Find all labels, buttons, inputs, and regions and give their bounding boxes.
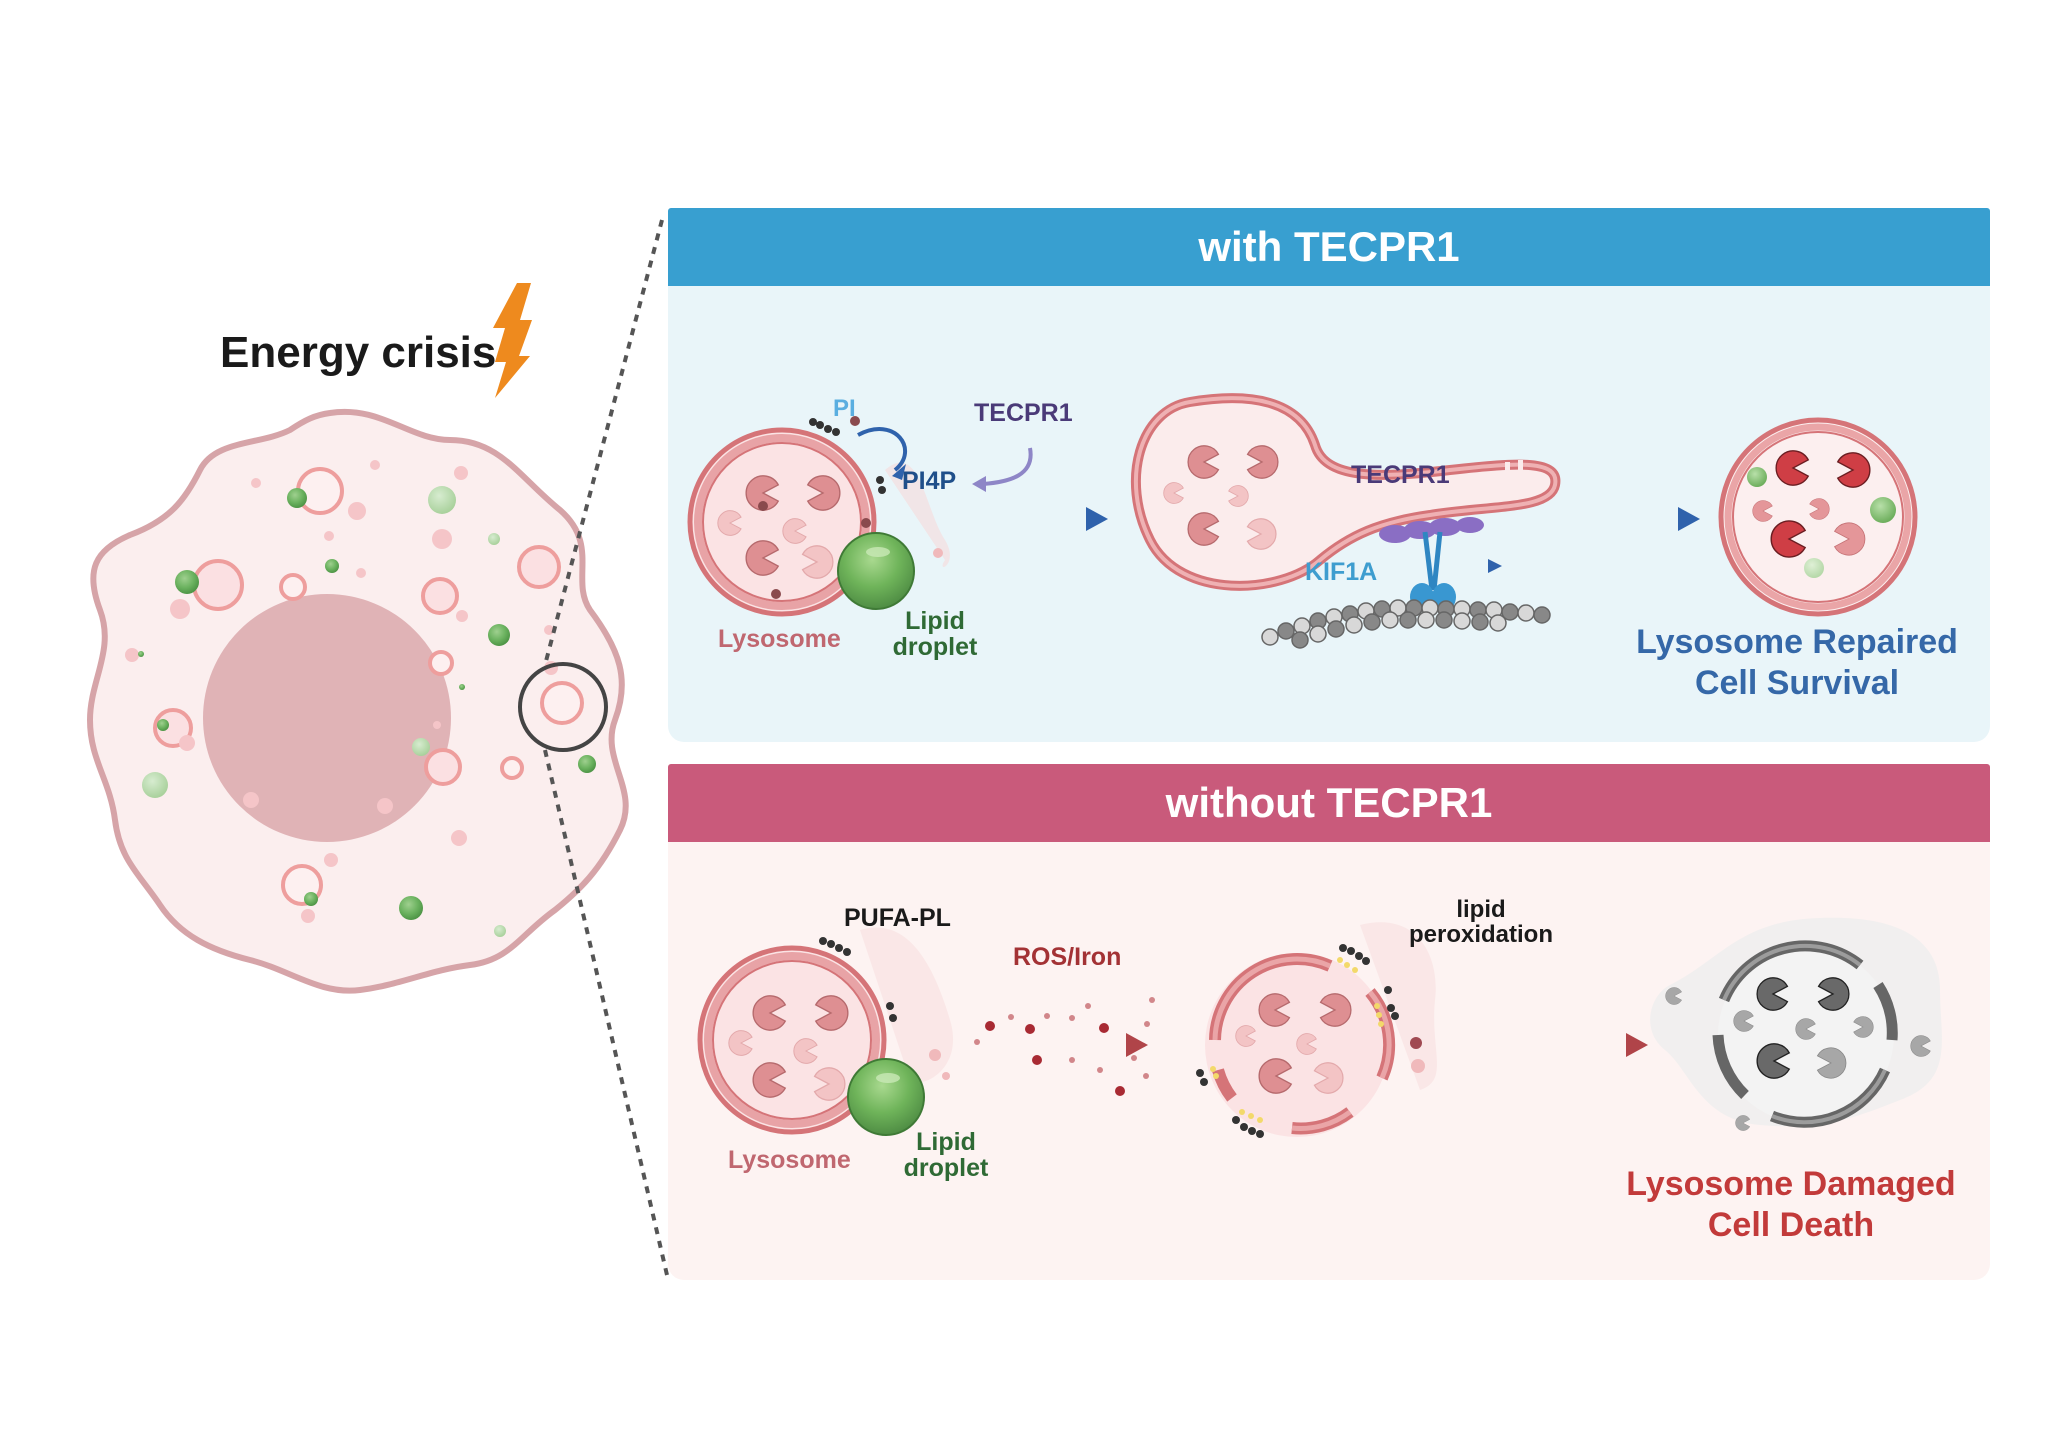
lysosome-label-with: Lysosome — [718, 625, 841, 653]
outcome-damaged-line2: Cell Death — [1707, 1205, 1875, 1244]
lipid-droplet-label-with: Lipid droplet — [893, 608, 978, 661]
outcome-damaged-line1: Lysosome Damaged — [1626, 1165, 1956, 1203]
lipid-peroxidation-label: lipid peroxidation — [1408, 896, 1554, 949]
outcome-repaired-line1: Lysosome Repaired — [1636, 623, 1958, 661]
outcome-repaired-line2: Cell Survival — [1694, 663, 1900, 702]
kif1a-label: KIF1A — [1305, 558, 1378, 586]
lipid-droplet — [847, 1058, 925, 1136]
lipid-line2: droplet — [892, 633, 978, 662]
lipid-droplet-label-without: Lipid droplet — [904, 1129, 989, 1182]
tecpr1-label-tubule: TECPR1 — [1351, 461, 1450, 489]
without-tecpr1-title: without TECPR1 — [1165, 779, 1493, 826]
zoom-line-top — [543, 219, 664, 666]
with-lysosome-step1 — [687, 416, 1033, 617]
without-tecpr1-header: without TECPR1 — [668, 764, 1990, 842]
with-tecpr1-header: with TECPR1 — [668, 208, 1990, 286]
tecpr1-label-top: TECPR1 — [974, 399, 1073, 427]
tecpr1-protein — [1379, 517, 1484, 543]
damaged-lysosome — [1650, 917, 1942, 1131]
ros-iron-label: ROS/Iron — [1013, 943, 1122, 971]
lysosome-vesicles — [153, 467, 584, 906]
kif1a-motor — [1410, 531, 1456, 611]
with-arrow-1-head — [1086, 507, 1108, 531]
with-tecpr1-title: with TECPR1 — [1198, 223, 1460, 270]
perox-line2: peroxidation — [1408, 921, 1554, 949]
lipid-droplet — [837, 532, 915, 610]
without-lysosome-step1 — [697, 927, 954, 1136]
repaired-lysosome — [1718, 417, 1918, 617]
lysosome-label-without: Lysosome — [728, 1146, 851, 1174]
with-lysosome-tubulation — [1131, 393, 1561, 649]
lipid-line1: Lipid — [905, 607, 965, 635]
microtubule — [1261, 599, 1551, 649]
nucleus — [203, 594, 451, 842]
perox-line1: lipid — [1456, 896, 1506, 923]
with-arrow-2-head — [1678, 507, 1700, 531]
zoom-focus-circle — [518, 662, 608, 752]
zoom-line-bottom — [543, 749, 669, 1276]
without-arrow-2-head — [1626, 1033, 1648, 1057]
lipid-droplets — [138, 486, 596, 937]
lipid-line2: droplet — [903, 1154, 989, 1183]
pi4p-label: PI4P — [902, 467, 957, 495]
ros-iron-particles — [974, 997, 1155, 1096]
without-arrow-1-head — [1126, 1033, 1148, 1057]
lightning-bolt-icon — [493, 283, 532, 398]
pufa-pl-label: PUFA-PL — [844, 904, 951, 932]
outcome-damaged: Lysosome Damaged Cell Death — [1626, 1164, 1955, 1246]
energy-crisis-label: Energy crisis — [220, 328, 497, 377]
outcome-repaired: Lysosome Repaired Cell Survival — [1636, 622, 1958, 704]
lipid-line1: Lipid — [916, 1128, 976, 1156]
peroxidized-lysosome — [1196, 922, 1437, 1138]
pi-label: PI — [833, 395, 856, 422]
